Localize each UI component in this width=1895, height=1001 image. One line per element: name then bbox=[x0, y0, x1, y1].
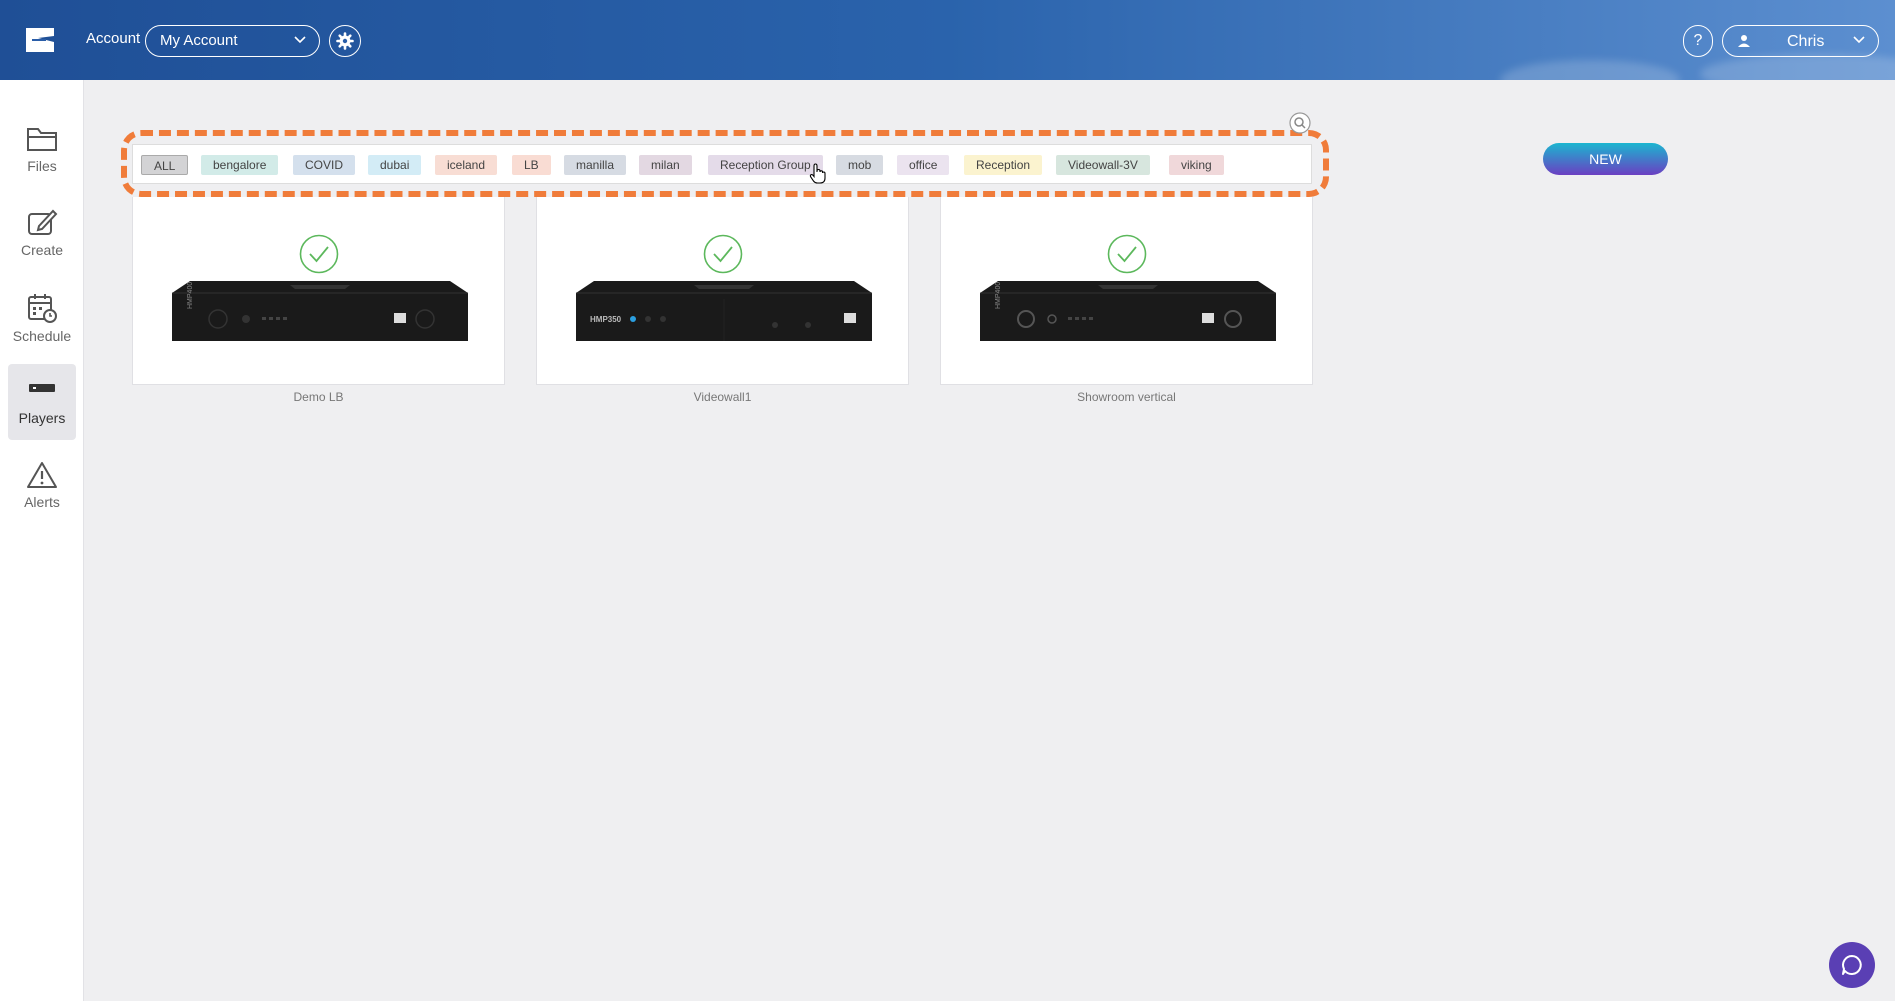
tag-filter-manilla[interactable]: manilla bbox=[564, 155, 627, 175]
player-name[interactable]: Videowall1 bbox=[693, 390, 752, 404]
player-card[interactable]: HMP350 bbox=[536, 197, 909, 385]
help-button[interactable]: ? bbox=[1683, 25, 1713, 57]
sidebar-item-label: Create bbox=[20, 242, 64, 258]
tag-filter-iceland[interactable]: iceland bbox=[435, 155, 498, 175]
app-logo-icon[interactable] bbox=[24, 26, 56, 54]
tag-filter-bar: ALL bengalore COVID dubai iceland LB man… bbox=[132, 144, 1312, 184]
online-check-icon bbox=[299, 234, 339, 274]
tag-filter-reception-group[interactable]: Reception Group bbox=[708, 155, 823, 175]
sidebar: Files Create Schedule Players Alerts bbox=[0, 80, 84, 1001]
tag-filter-bengalore[interactable]: bengalore bbox=[201, 155, 279, 175]
player-card[interactable]: HMP400 bbox=[132, 197, 505, 385]
user-icon bbox=[1738, 35, 1750, 47]
settings-button[interactable] bbox=[329, 25, 361, 57]
gear-icon bbox=[336, 32, 354, 50]
account-select-value: My Account bbox=[160, 32, 238, 49]
sidebar-item-label: Players bbox=[18, 410, 66, 426]
sidebar-item-label: Schedule bbox=[12, 328, 72, 344]
account-select[interactable]: My Account bbox=[145, 25, 320, 57]
player-name[interactable]: Showroom vertical bbox=[1077, 390, 1176, 404]
search-icon[interactable] bbox=[1288, 111, 1312, 135]
sidebar-item-label: Alerts bbox=[24, 494, 60, 510]
sidebar-item-alerts[interactable]: Alerts bbox=[8, 454, 76, 530]
tag-filter-mob[interactable]: mob bbox=[836, 155, 884, 175]
player-device-image: HMP400 bbox=[980, 281, 1276, 341]
tag-filter-lb[interactable]: LB bbox=[512, 155, 551, 175]
svg-text:HMP350: HMP350 bbox=[590, 315, 622, 324]
filter-highlight bbox=[121, 130, 1329, 197]
warning-icon bbox=[27, 462, 57, 488]
new-player-button[interactable]: NEW bbox=[1543, 143, 1668, 175]
player-device-icon bbox=[29, 384, 55, 392]
svg-text:HMP400: HMP400 bbox=[187, 282, 194, 309]
online-check-icon bbox=[1107, 234, 1147, 274]
sidebar-item-schedule[interactable]: Schedule bbox=[8, 286, 76, 362]
player-name[interactable]: Demo LB bbox=[293, 390, 344, 404]
user-menu-button[interactable]: Chris bbox=[1722, 25, 1879, 57]
chat-button[interactable] bbox=[1829, 942, 1875, 988]
account-label: Account bbox=[86, 30, 141, 47]
tag-filter-reception[interactable]: Reception bbox=[964, 155, 1043, 175]
sidebar-item-files[interactable]: Files bbox=[8, 118, 76, 194]
tag-filter-covid[interactable]: COVID bbox=[293, 155, 356, 175]
sidebar-item-create[interactable]: Create bbox=[8, 202, 76, 278]
user-name: Chris bbox=[1787, 33, 1825, 50]
player-device-image: HMP350 bbox=[576, 281, 872, 341]
calendar-clock-icon bbox=[28, 294, 57, 323]
sidebar-item-label: Files bbox=[27, 158, 57, 174]
tag-filter-office[interactable]: office bbox=[897, 155, 950, 175]
sidebar-item-players[interactable]: Players bbox=[8, 364, 76, 440]
tag-filter-videowall-3v[interactable]: Videowall-3V bbox=[1056, 155, 1150, 175]
folder-icon bbox=[27, 128, 57, 151]
chevron-down-icon bbox=[1853, 36, 1865, 44]
chevron-down-icon bbox=[294, 36, 306, 44]
svg-text:HMP400: HMP400 bbox=[995, 282, 1002, 309]
edit-icon bbox=[28, 209, 58, 235]
tag-filter-viking[interactable]: viking bbox=[1169, 155, 1224, 175]
top-header: Account My Account ? Chris bbox=[0, 0, 1895, 80]
tag-filter-dubai[interactable]: dubai bbox=[368, 155, 422, 175]
tag-filter-milan[interactable]: milan bbox=[639, 155, 692, 175]
tag-filter-all[interactable]: ALL bbox=[141, 155, 189, 175]
hand-cursor-icon bbox=[809, 163, 826, 184]
online-check-icon bbox=[703, 234, 743, 274]
chat-bubble-icon bbox=[1842, 955, 1862, 975]
player-card[interactable]: HMP400 bbox=[940, 197, 1313, 385]
player-device-image: HMP400 bbox=[172, 281, 468, 341]
